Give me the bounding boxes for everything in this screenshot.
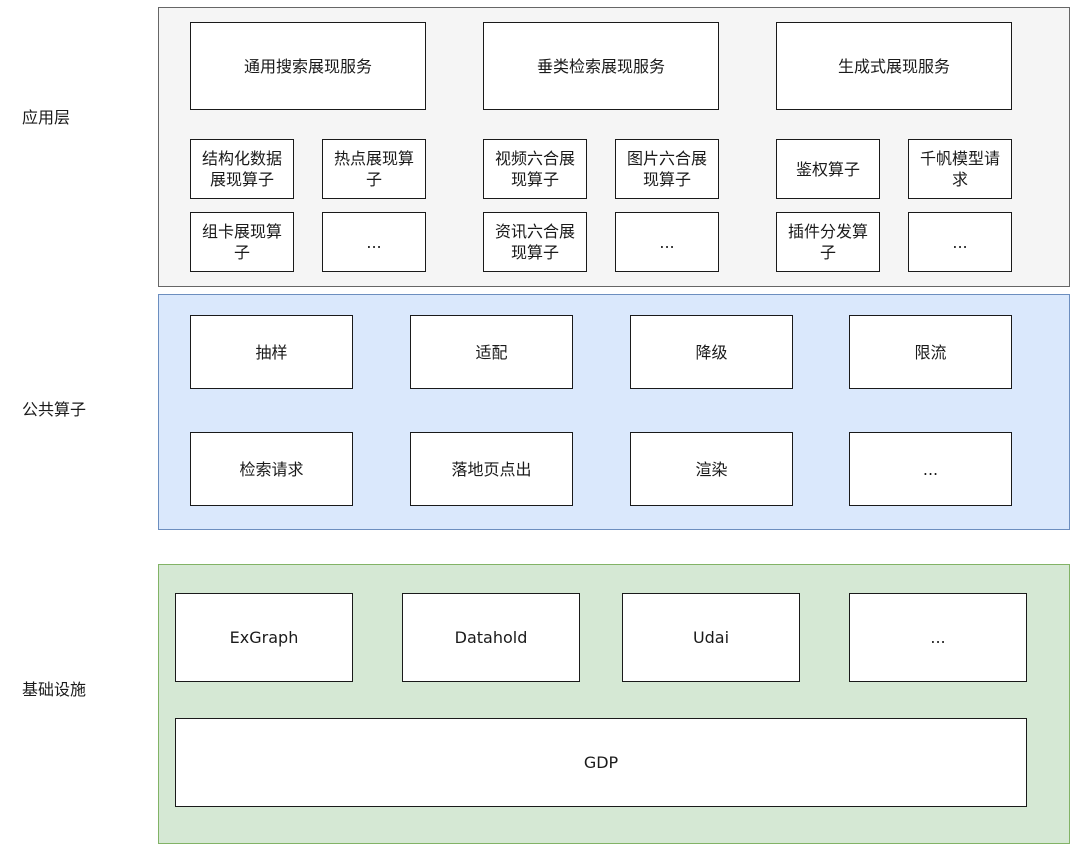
public-op-label: 渲染 bbox=[695, 459, 728, 479]
public-op-rate-limit: 限流 bbox=[849, 315, 1012, 389]
public-op-render: 渲染 bbox=[630, 432, 793, 506]
infra-component-label: Datahold bbox=[454, 628, 528, 647]
public-op-more: ... bbox=[849, 432, 1012, 506]
infra-component-datahold: Datahold bbox=[402, 593, 580, 682]
infra-platform-gdp: GDP bbox=[175, 718, 1027, 807]
public-op-label: 降级 bbox=[695, 342, 728, 362]
public-op-degrade: 降级 bbox=[630, 315, 793, 389]
operator-label: 千帆模型请求 bbox=[919, 149, 1000, 189]
operator-label: 插件分发算子 bbox=[787, 222, 868, 262]
public-op-label: 适配 bbox=[475, 342, 508, 362]
operator-label: 资讯六合展现算子 bbox=[494, 222, 575, 262]
layer-label-public: 公共算子 bbox=[22, 400, 87, 419]
operator-box-card-group: 组卡展现算子 bbox=[190, 212, 294, 272]
public-op-label: 检索请求 bbox=[239, 459, 304, 479]
public-op-label: 落地页点出 bbox=[451, 459, 532, 479]
infra-platform-label: GDP bbox=[583, 753, 619, 772]
service-label: 垂类检索展现服务 bbox=[536, 56, 665, 76]
infra-component-udai: Udai bbox=[622, 593, 800, 682]
operator-box-plugin-dispatch: 插件分发算子 bbox=[776, 212, 880, 272]
operator-box-qianfan-model: 千帆模型请求 bbox=[908, 139, 1012, 199]
operator-box-structured-data: 结构化数据展现算子 bbox=[190, 139, 294, 199]
infra-component-label: ExGraph bbox=[229, 628, 299, 647]
operator-label: 视频六合展现算子 bbox=[494, 149, 575, 189]
operator-label: 组卡展现算子 bbox=[201, 222, 282, 262]
public-op-sampling: 抽样 bbox=[190, 315, 353, 389]
operator-box-more-1: ... bbox=[322, 212, 426, 272]
layer-label-infra: 基础设施 bbox=[22, 680, 87, 699]
public-op-label: 抽样 bbox=[255, 342, 288, 362]
infra-component-exgraph: ExGraph bbox=[175, 593, 353, 682]
operator-box-news: 资讯六合展现算子 bbox=[483, 212, 587, 272]
operator-box-more-2: ... bbox=[615, 212, 719, 272]
infra-component-label: ... bbox=[930, 628, 946, 647]
service-box-generative: 生成式展现服务 bbox=[776, 22, 1012, 110]
operator-box-more-3: ... bbox=[908, 212, 1012, 272]
infra-component-label: Udai bbox=[692, 628, 730, 647]
public-op-adapt: 适配 bbox=[410, 315, 573, 389]
public-op-label: 限流 bbox=[914, 342, 947, 362]
operator-label: 结构化数据展现算子 bbox=[201, 149, 282, 189]
operator-label: 图片六合展现算子 bbox=[626, 149, 707, 189]
public-op-label: ... bbox=[922, 459, 939, 479]
operator-label: ... bbox=[952, 232, 968, 252]
service-box-general-search: 通用搜索展现服务 bbox=[190, 22, 426, 110]
operator-label: ... bbox=[659, 232, 675, 252]
operator-label: 鉴权算子 bbox=[795, 159, 860, 179]
public-op-landing-click: 落地页点出 bbox=[410, 432, 573, 506]
public-op-search-request: 检索请求 bbox=[190, 432, 353, 506]
operator-box-video: 视频六合展现算子 bbox=[483, 139, 587, 199]
operator-box-auth: 鉴权算子 bbox=[776, 139, 880, 199]
operator-box-hotspot: 热点展现算子 bbox=[322, 139, 426, 199]
layer-label-app: 应用层 bbox=[22, 108, 71, 127]
operator-box-image: 图片六合展现算子 bbox=[615, 139, 719, 199]
operator-label: 热点展现算子 bbox=[333, 149, 414, 189]
infra-component-more: ... bbox=[849, 593, 1027, 682]
operator-label: ... bbox=[366, 232, 382, 252]
service-label: 通用搜索展现服务 bbox=[243, 56, 372, 76]
service-box-vertical-search: 垂类检索展现服务 bbox=[483, 22, 719, 110]
service-label: 生成式展现服务 bbox=[837, 56, 950, 76]
